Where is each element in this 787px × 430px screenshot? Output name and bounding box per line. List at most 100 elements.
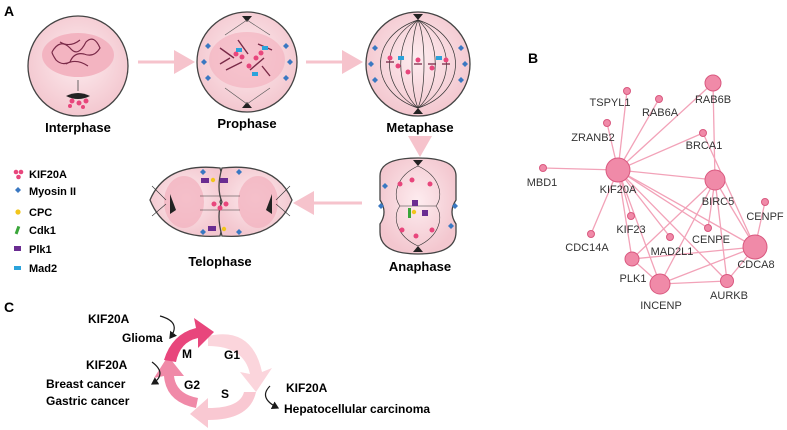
network-label-tspyl1: TSPYL1 <box>590 97 631 109</box>
metaphase-cell <box>365 11 471 117</box>
network-label-zranb2: ZRANB2 <box>571 132 614 144</box>
network-node-cenpe <box>704 224 712 232</box>
legend-label-cpc: CPC <box>29 207 52 219</box>
network-edge-birc5-incenp <box>659 179 716 285</box>
network-edge-kif20a-aurkb <box>617 169 728 282</box>
phase-label-telophase: Telophase <box>188 254 251 269</box>
network-node-zranb2 <box>603 119 611 127</box>
network-label-cenpe: CENPE <box>692 234 730 246</box>
network-label-brca1: BRCA1 <box>686 140 723 152</box>
network-edge-kif20a-cenpe <box>617 169 709 229</box>
network-label-cdc14a: CDC14A <box>565 242 609 254</box>
interphase-cell <box>27 15 129 117</box>
legend: KIF20A Myosin II CPC Cdk1 Plk1 Mad2 <box>13 169 76 275</box>
legend-label-kif20a: KIF20A <box>29 169 67 181</box>
network-edge-kif20a-cdca8 <box>617 169 756 248</box>
network-edge-brca1-cdca8 <box>702 132 756 248</box>
network-edge-kif20a-mbd1 <box>542 167 619 171</box>
network-label-kif20a: KIF20A <box>600 184 637 196</box>
square-icon <box>14 246 21 251</box>
network-edge-cdca8-incenp <box>659 246 756 285</box>
breast-cancer-label: Breast cancer <box>46 377 126 391</box>
network-node-incenp <box>649 273 671 295</box>
network-node-kif23 <box>627 212 635 220</box>
cycle-phase-g1: G1 <box>224 348 240 362</box>
network-node-rab6b <box>704 74 722 92</box>
network-node-tspyl1 <box>623 87 631 95</box>
network-node-mbd1 <box>539 164 547 172</box>
network-label-mad2l1: MAD2L1 <box>651 246 694 258</box>
network-label-rab6a: RAB6A <box>642 107 679 119</box>
gastric-cancer-label: Gastric cancer <box>46 394 130 408</box>
hcc-arrow <box>264 385 280 410</box>
legend-label-mad2: Mad2 <box>29 263 57 275</box>
network-edge-kif20a-incenp <box>617 169 661 285</box>
network-edge-kif20a-brca1 <box>617 132 704 171</box>
network-label-plk1: PLK1 <box>620 273 647 285</box>
panel-b-label: B <box>528 50 538 66</box>
legend-label-plk1: Plk1 <box>29 244 52 256</box>
phase-label-anaphase: Anaphase <box>389 259 451 274</box>
legend-label-myosin: Myosin II <box>29 186 76 198</box>
network-node-cdc14a <box>587 230 595 238</box>
network-edge-rab6b-birc5 <box>712 82 716 181</box>
network-label-rab6b: RAB6B <box>695 94 731 106</box>
network-node-rab6a <box>655 95 663 103</box>
network-label-kif23: KIF23 <box>616 224 645 236</box>
network-label-mbd1: MBD1 <box>527 177 558 189</box>
network-node-mad2l1 <box>666 233 674 241</box>
network-edge-kif20a-rab6b <box>617 82 714 171</box>
network-node-brca1 <box>699 129 707 137</box>
network-edge-birc5-aurkb <box>714 179 728 282</box>
glioma-arrow <box>159 315 177 339</box>
telophase-cell <box>149 166 293 238</box>
panel-c-label: C <box>4 299 14 315</box>
network-edge-plk1-cdca8 <box>631 246 756 260</box>
network-edge-kif20a-tspyl1 <box>617 90 628 171</box>
panel-a-label: A <box>4 3 14 19</box>
network-node-plk1 <box>624 251 640 267</box>
network-nodes <box>539 74 769 295</box>
dot-icon <box>15 209 21 215</box>
hcc-label: Hepatocellular carcinoma <box>284 402 430 416</box>
network-edge-kif20a-mad2l1 <box>617 169 671 238</box>
cycle-phase-s: S <box>221 387 229 401</box>
network-edge-kif20a-birc5 <box>617 169 716 181</box>
rect-icon <box>14 266 21 270</box>
network-edge-kif20a-rab6a <box>617 98 660 171</box>
network-node-kif20a <box>605 157 631 183</box>
prophase-cell <box>196 11 298 113</box>
network-node-aurkb <box>720 274 734 288</box>
legend-label-cdk1: Cdk1 <box>29 225 56 237</box>
network-label-cenpf: CENPF <box>746 211 784 223</box>
glioma-gene-label: KIF20A <box>88 312 130 326</box>
phase-label-prophase: Prophase <box>217 116 276 131</box>
hcc-gene-label: KIF20A <box>286 381 328 395</box>
network-edge-birc5-cdca8 <box>714 179 756 248</box>
network-edge-kif20a-plk1 <box>617 169 633 260</box>
kif20a-motor-icon <box>13 169 24 180</box>
glioma-label: Glioma <box>122 331 163 345</box>
network-node-birc5 <box>704 169 726 191</box>
network-node-cenpf <box>761 198 769 206</box>
interphase-kif20a-cluster <box>68 98 89 109</box>
phase-label-interphase: Interphase <box>45 120 111 135</box>
breast-arrow <box>150 361 161 385</box>
anaphase-cell <box>378 157 458 255</box>
network-label-aurkb: AURKB <box>710 290 748 302</box>
network-label-incenp: INCENP <box>640 300 682 312</box>
breast-gene-label: KIF20A <box>86 358 128 372</box>
network-label-cdca8: CDCA8 <box>737 259 774 271</box>
network-node-cdca8 <box>742 234 768 260</box>
cell-cycle-ring <box>154 318 272 428</box>
cycle-phase-g2: G2 <box>184 378 200 392</box>
network-edge-plk1-birc5 <box>631 179 716 260</box>
phase-label-metaphase: Metaphase <box>386 120 453 135</box>
network-edge-incenp-aurkb <box>659 280 728 285</box>
network-label-birc5: BIRC5 <box>702 196 734 208</box>
bar-icon <box>14 225 21 235</box>
diamond-icon <box>15 187 21 193</box>
cycle-phase-m: M <box>182 347 192 361</box>
